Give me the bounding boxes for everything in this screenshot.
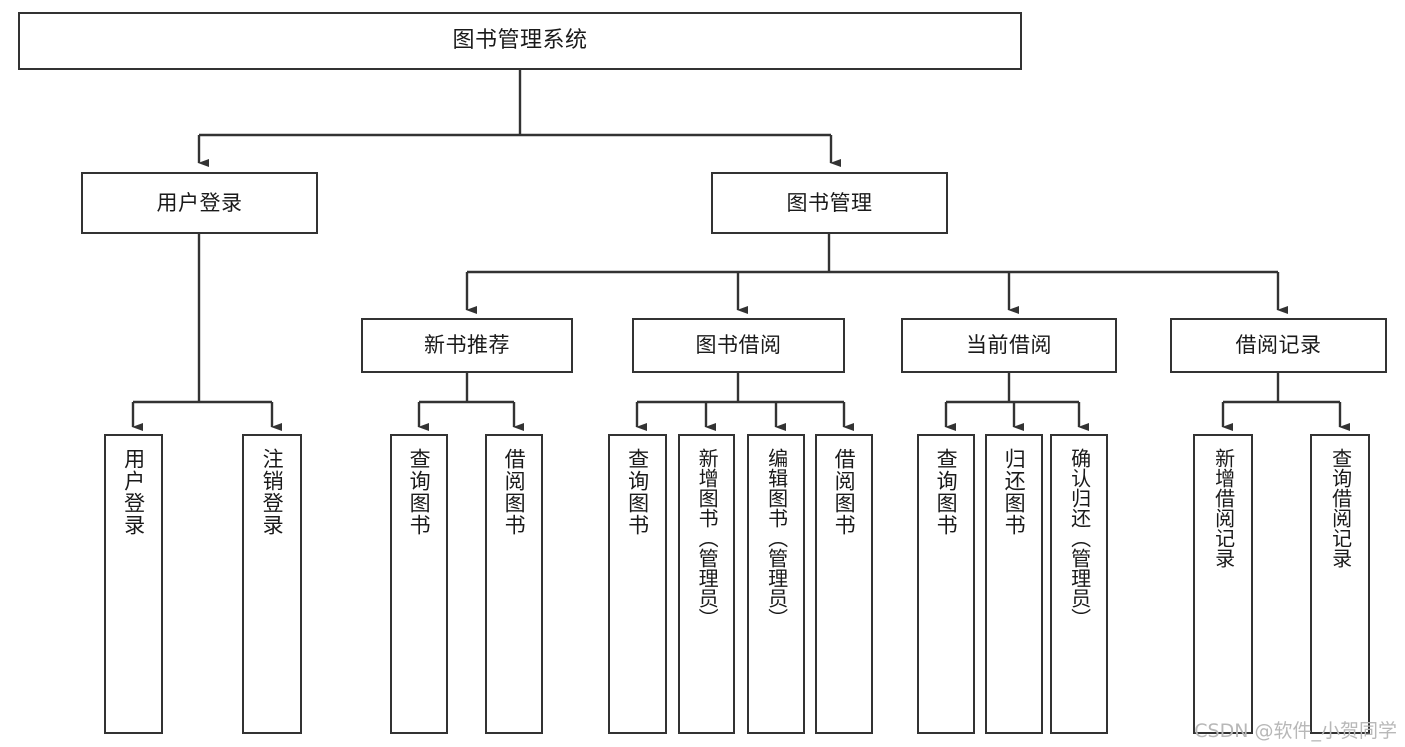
leaf-confirm-return-admin[interactable]: 确认归还（管理员） <box>1050 434 1108 734</box>
node-label: 借阅记录 <box>1235 333 1322 358</box>
node-user-login[interactable]: 用户登录 <box>81 172 318 234</box>
node-label: 图书管理 <box>786 190 873 215</box>
node-book-borrow[interactable]: 图书借阅 <box>632 318 845 373</box>
node-label: 查询图书 <box>407 448 432 536</box>
leaf-add-borrow-record[interactable]: 新增借阅记录 <box>1193 434 1253 734</box>
node-label: 新增图书（管理员） <box>695 448 720 628</box>
leaf-borrow-book-recommend[interactable]: 借阅图书 <box>485 434 543 734</box>
node-label: 图书管理系统 <box>452 28 588 54</box>
node-label: 注销登录 <box>260 448 285 536</box>
leaf-query-book-borrow[interactable]: 查询图书 <box>608 434 667 734</box>
node-root-book-management-system[interactable]: 图书管理系统 <box>18 12 1022 70</box>
node-label: 借阅图书 <box>502 448 527 536</box>
leaf-query-book-current[interactable]: 查询图书 <box>917 434 975 734</box>
node-label: 新书推荐 <box>424 333 510 358</box>
node-label: 图书借阅 <box>695 333 782 358</box>
leaf-user-login[interactable]: 用户登录 <box>104 434 163 734</box>
node-label: 新增借阅记录 <box>1211 448 1236 568</box>
leaf-add-book-admin[interactable]: 新增图书（管理员） <box>678 434 735 734</box>
node-label: 编辑图书（管理员） <box>764 448 789 628</box>
node-label: 借阅图书 <box>832 448 857 536</box>
node-label: 用户登录 <box>121 448 146 536</box>
leaf-return-book[interactable]: 归还图书 <box>985 434 1043 734</box>
node-current-borrow[interactable]: 当前借阅 <box>901 318 1117 373</box>
node-label: 查询图书 <box>625 448 650 536</box>
leaf-borrow-book[interactable]: 借阅图书 <box>815 434 873 734</box>
node-label: 归还图书 <box>1002 448 1027 536</box>
node-label: 确认归还（管理员） <box>1067 448 1092 628</box>
watermark: CSDN @软件_小贺同学 <box>1194 720 1397 742</box>
node-borrow-record[interactable]: 借阅记录 <box>1170 318 1387 373</box>
node-label: 查询借阅记录 <box>1328 448 1353 568</box>
node-book-management[interactable]: 图书管理 <box>711 172 948 234</box>
node-new-book-recommend[interactable]: 新书推荐 <box>361 318 573 373</box>
node-label: 用户登录 <box>156 190 243 215</box>
node-label: 当前借阅 <box>966 333 1052 358</box>
leaf-query-book-recommend[interactable]: 查询图书 <box>390 434 448 734</box>
node-label: 查询图书 <box>934 448 959 536</box>
leaf-query-borrow-record[interactable]: 查询借阅记录 <box>1310 434 1370 734</box>
leaf-edit-book-admin[interactable]: 编辑图书（管理员） <box>747 434 805 734</box>
leaf-logout[interactable]: 注销登录 <box>242 434 302 734</box>
